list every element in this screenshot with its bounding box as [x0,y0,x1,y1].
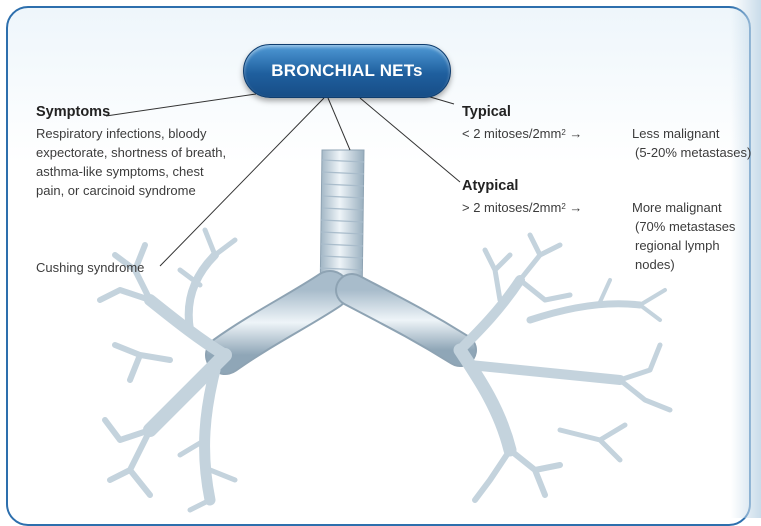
typical-criterion: < 2 mitoses/2mm2 → [462,124,582,143]
title-pill: BRONCHIAL NETs [243,44,451,98]
arrow-icon: → [569,126,582,141]
typical-result: Less malignant [632,124,719,143]
right-lung-branches [460,235,670,500]
typical-sup: 2 [561,128,565,137]
arrow-icon: → [569,200,582,215]
symptoms-list: Respiratory infections, bloody expectora… [36,124,226,200]
typical-heading: Typical [462,104,511,120]
atypical-result: More malignant [632,198,722,217]
typical-detail: (5-20% metastases) [635,143,751,162]
symptom-line-2: expectorate, shortness of breath, [36,143,226,162]
title-text: BRONCHIAL NETs [271,61,422,81]
atypical-heading: Atypical [462,178,518,194]
symptom-line-4: pain, or carcinoid syndrome [36,181,226,200]
cushing-label: Cushing syndrome [36,258,144,277]
atypical-criterion: > 2 mitoses/2mm2 → [462,198,582,217]
symptom-line-3: asthma-like symptoms, chest [36,162,226,181]
atypical-detail-2: regional lymph nodes) [635,236,761,274]
atypical-detail-1: (70% metastases [635,217,735,236]
main-bronchi [225,290,460,355]
symptoms-heading: Symptoms [36,104,110,120]
atypical-mitoses: > 2 mitoses/2mm [462,200,561,215]
symptom-line-1: Respiratory infections, bloody [36,124,226,143]
atypical-sup: 2 [561,202,565,211]
typical-mitoses: < 2 mitoses/2mm [462,126,561,141]
